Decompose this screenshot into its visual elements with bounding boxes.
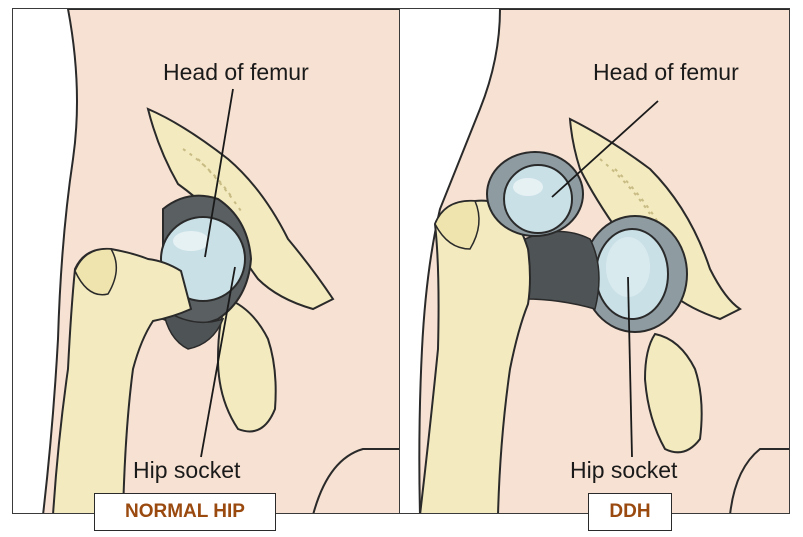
ligament [161,307,225,350]
normal-hip-panel: Head of femur Hip socket [12,8,401,514]
femur-head-highlight [173,231,209,251]
head-label-line [551,100,659,198]
inner-thigh-line [312,448,400,513]
ddh-panel: Head of femur Hip socket [399,8,790,514]
head-label-line [204,88,234,258]
femur-bone [52,247,193,513]
pelvis-texture [599,158,663,230]
ddh-illustration [418,9,789,513]
head-of-femur-label: Head of femur [163,59,309,85]
greater-trochanter [434,200,480,250]
inner-thigh-line [729,448,789,513]
pelvis-texture [182,148,244,215]
femur-head-highlight [513,178,543,196]
socket-label-line [627,276,633,458]
hip-socket-label: Hip socket [570,457,678,483]
socket-highlight [606,237,650,297]
head-of-femur-label: Head of femur [593,59,739,85]
socket-label-line [200,266,236,458]
greater-trochanter [74,248,117,296]
femur-head [503,164,573,234]
ligament [524,230,600,310]
hip-socket-label: Hip socket [133,457,241,483]
ischium-bone [216,297,277,433]
ddh-caption: DDH [588,493,672,531]
ischium-bone [643,332,703,454]
normal-hip-illustration [42,9,400,513]
normal-hip-caption: NORMAL HIP [94,493,276,531]
